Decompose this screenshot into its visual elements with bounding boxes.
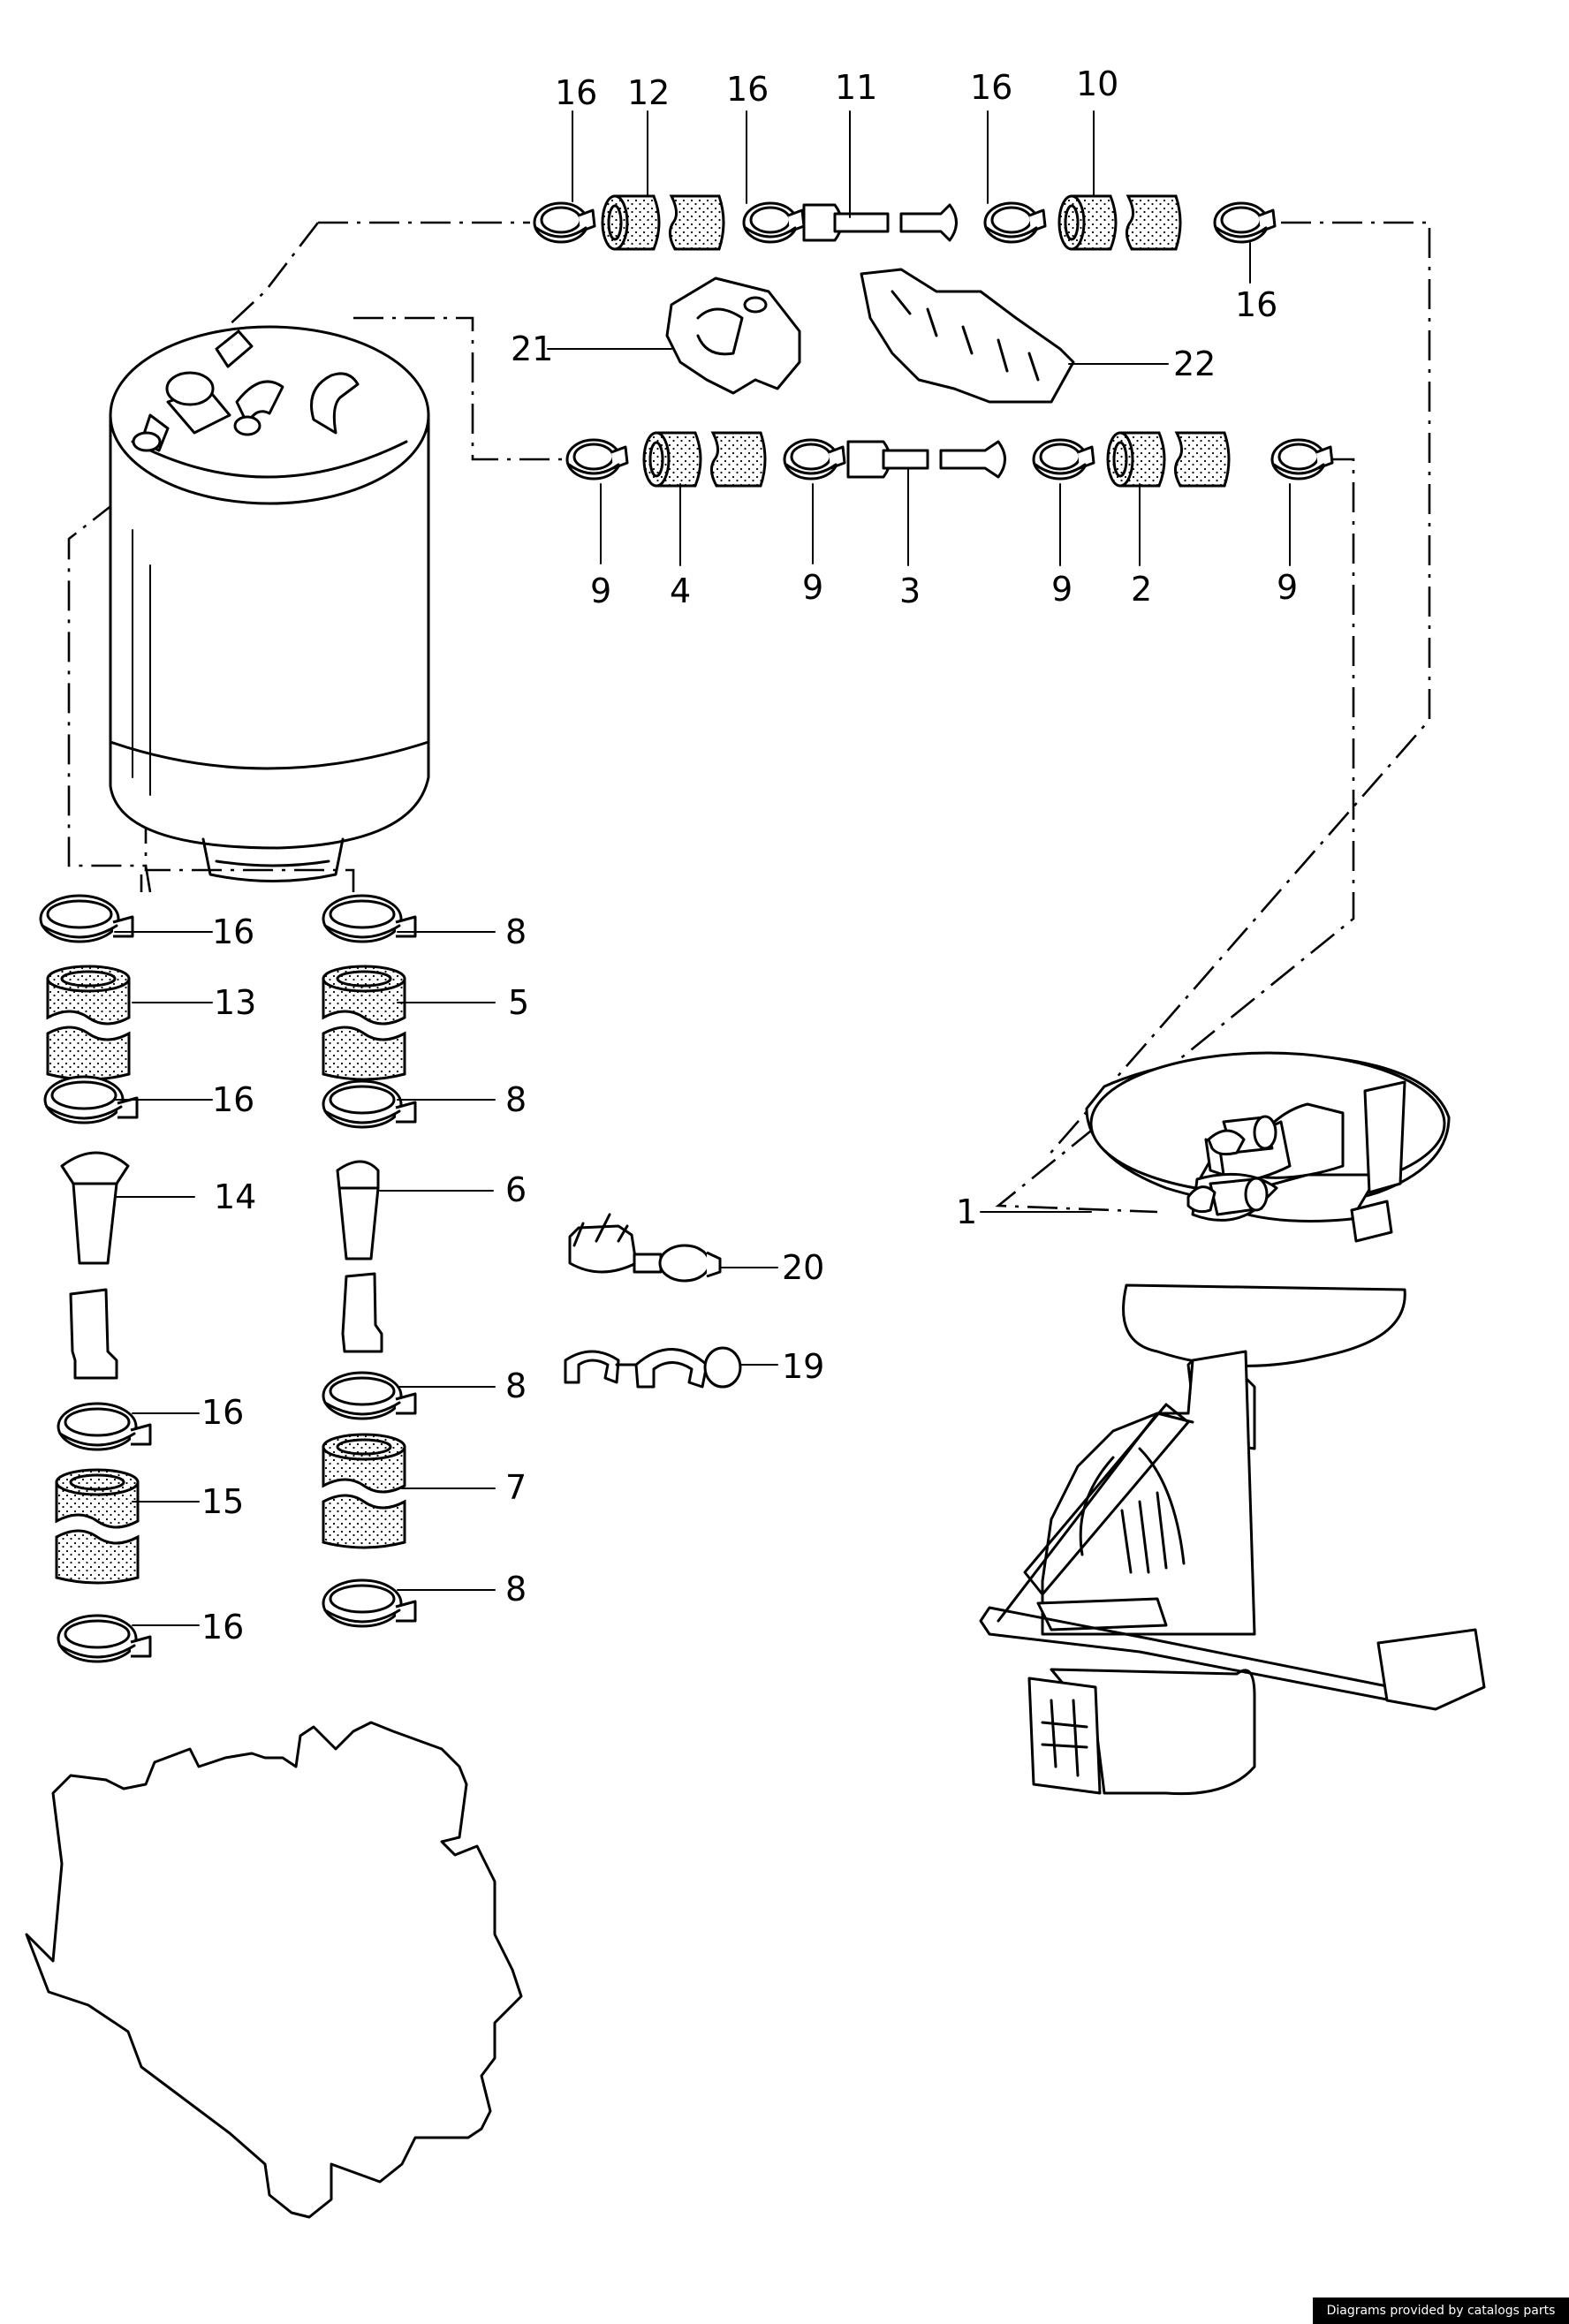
hose-clamp-16d	[1213, 201, 1277, 244]
hose-clamp-9b	[783, 438, 846, 481]
pipe-6	[336, 1160, 383, 1353]
pipe-14	[60, 1151, 130, 1380]
callout-9b: 9	[802, 568, 823, 607]
leader-lines	[114, 110, 1291, 1626]
hose-13	[46, 965, 131, 1081]
hose-clamp-9a	[565, 438, 629, 481]
hose-clamp-16g	[57, 1402, 152, 1451]
hose-clamp-8c	[322, 1371, 417, 1420]
engine-outline	[25, 1721, 523, 2219]
callout-16d: 16	[1235, 285, 1277, 324]
callout-16b: 16	[726, 70, 769, 109]
callout-3: 3	[899, 572, 921, 610]
line-tank-to-middle-row	[353, 316, 570, 461]
callout-9c: 9	[1051, 570, 1073, 609]
callout-16e: 16	[212, 912, 254, 951]
hose-clamp-8a	[322, 894, 417, 943]
hose-clamp-9d	[1270, 438, 1334, 481]
hose-clamp-9c	[1032, 438, 1095, 481]
fuel-pump-sender-unit	[979, 1051, 1486, 1796]
callout-11: 11	[835, 68, 877, 107]
hose-clamp-16c	[983, 201, 1047, 244]
callout-16a: 16	[555, 73, 597, 112]
hose-clamp-16e	[39, 894, 134, 943]
right-fitting-column	[322, 894, 417, 1628]
middle-fitting-row	[565, 431, 1334, 488]
connector-3	[846, 440, 1006, 479]
callout-16c: 16	[970, 68, 1012, 107]
callout-12: 12	[627, 73, 670, 112]
callout-4: 4	[670, 572, 691, 610]
callout-9d: 9	[1277, 568, 1298, 607]
top-fitting-row	[533, 194, 1277, 251]
callout-5: 5	[508, 983, 529, 1022]
hose-clamp-16h	[57, 1614, 152, 1663]
attribution-footer: Diagrams provided by catalogs parts	[1313, 2298, 1569, 2324]
hose-4	[642, 431, 767, 488]
hose-2	[1106, 431, 1231, 488]
callout-22: 22	[1173, 344, 1216, 383]
hose-clamp-8d	[322, 1578, 417, 1628]
callout-8d: 8	[505, 1570, 527, 1609]
bracket-21	[665, 276, 801, 395]
callout-labels: 1 2 3 4 5 6 7 8 8 8 8 9 9 9 9 10 11 12 1…	[201, 64, 1298, 1646]
callout-20: 20	[782, 1248, 824, 1287]
callout-21: 21	[511, 329, 553, 368]
connector-11	[802, 203, 958, 242]
callout-16f: 16	[212, 1080, 254, 1119]
callout-10: 10	[1076, 64, 1118, 103]
hose-12	[601, 194, 725, 251]
callout-19: 19	[782, 1347, 824, 1386]
callout-7: 7	[505, 1468, 527, 1507]
callout-9a: 9	[590, 572, 611, 610]
callout-8a: 8	[505, 912, 527, 951]
hose-5	[322, 965, 406, 1081]
hose-7	[322, 1433, 406, 1549]
hose-clamp-8b	[322, 1079, 417, 1129]
hose-15	[55, 1468, 140, 1585]
callout-15: 15	[201, 1482, 244, 1521]
callout-6: 6	[505, 1170, 527, 1209]
callout-2: 2	[1131, 570, 1152, 609]
hose-clamp-16a	[533, 201, 596, 244]
callout-16g: 16	[201, 1393, 244, 1432]
callout-1: 1	[956, 1192, 977, 1231]
left-fitting-column	[39, 894, 152, 1663]
clip-20	[568, 1213, 722, 1283]
callout-14: 14	[214, 1177, 256, 1216]
clip-19	[564, 1346, 742, 1389]
callout-16h: 16	[201, 1608, 244, 1646]
hose-10	[1057, 194, 1182, 251]
fuel-filter-canister	[109, 325, 430, 882]
hose-clamp-16b	[742, 201, 806, 244]
callout-8b: 8	[505, 1080, 527, 1119]
bracket-22	[860, 268, 1075, 404]
callout-13: 13	[214, 983, 256, 1022]
callout-8c: 8	[505, 1366, 527, 1405]
